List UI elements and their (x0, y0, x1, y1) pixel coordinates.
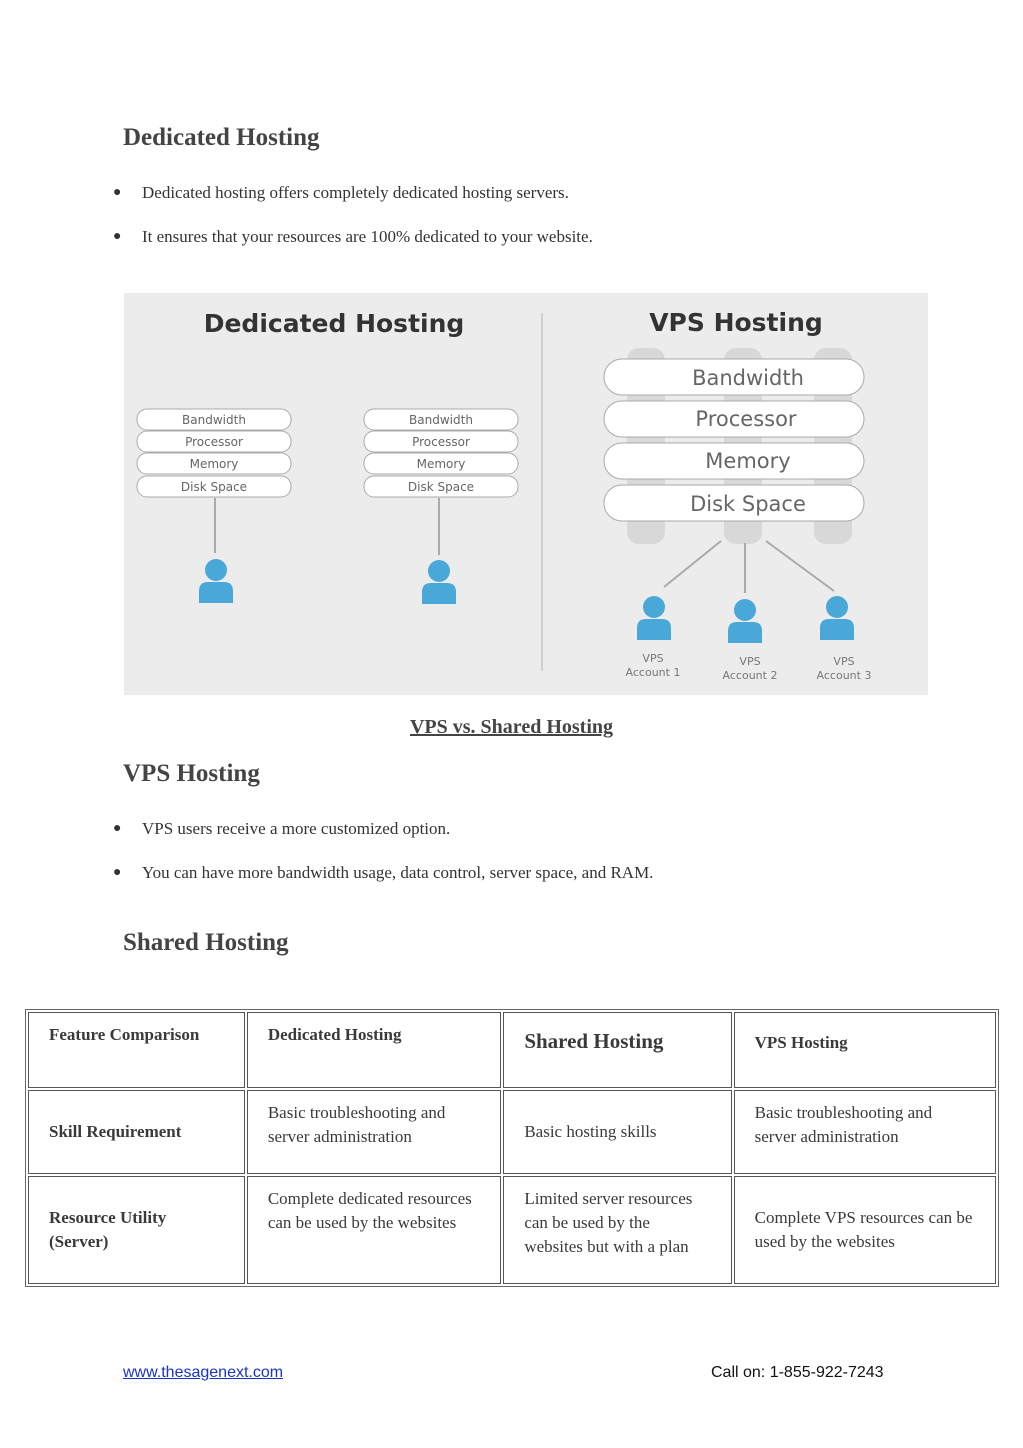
table-row-label: Resource Utility (Server) (28, 1176, 245, 1284)
resource-label: Processor (185, 435, 243, 449)
section-title-shared: Shared Hosting (123, 929, 289, 956)
figure-title-dedicated: Dedicated Hosting (204, 309, 465, 338)
resource-label: Disk Space (408, 480, 474, 494)
list-item: ● It ensures that your resources are 100… (113, 227, 593, 247)
bullet-icon: ● (113, 185, 122, 200)
account-label: Account 2 (723, 669, 778, 682)
table-row-label: Skill Requirement (28, 1090, 245, 1174)
account-label: VPS (642, 652, 663, 665)
figure-title-vps: VPS Hosting (649, 308, 823, 337)
user-icon (422, 560, 456, 604)
table-header-cell: Feature Comparison (28, 1012, 245, 1088)
table-cell: Complete VPS resources can be used by th… (733, 1176, 996, 1284)
table-cell: Limited server resources can be used by … (503, 1176, 732, 1284)
section-title-dedicated: Dedicated Hosting (123, 124, 320, 151)
account-label: Account 1 (626, 666, 681, 679)
list-item-text: You can have more bandwidth usage, data … (142, 863, 654, 882)
user-icon (820, 596, 854, 640)
resource-label: Disk Space (690, 492, 806, 516)
account-label: VPS (833, 655, 854, 668)
resource-label: Bandwidth (692, 366, 804, 390)
list-item: ● VPS users receive a more customized op… (113, 819, 450, 839)
dedicated-stack-1: Bandwidth Processor Memory Disk Space (136, 408, 292, 603)
table-row: Resource Utility (Server) Complete dedic… (28, 1176, 996, 1284)
resource-label: Memory (705, 449, 790, 473)
table-header-cell: Shared Hosting (503, 1012, 732, 1088)
resource-label: Disk Space (181, 480, 247, 494)
resource-label: Bandwidth (182, 413, 246, 427)
user-icon (637, 596, 671, 640)
resource-label: Memory (417, 457, 466, 471)
table-header-cell: VPS Hosting (733, 1012, 996, 1088)
resource-label: Processor (695, 407, 797, 431)
dedicated-stack-2: Bandwidth Processor Memory Disk Space (363, 408, 519, 604)
list-item: ● Dedicated hosting offers completely de… (113, 183, 569, 203)
section-title-vps: VPS Hosting (123, 760, 260, 787)
resource-label: Memory (190, 457, 239, 471)
table-cell: Basic hosting skills (503, 1090, 732, 1174)
table-cell: Complete dedicated resources can be used… (246, 1176, 502, 1284)
table-row: Skill Requirement Basic troubleshooting … (28, 1090, 996, 1174)
list-item-text: Dedicated hosting offers completely dedi… (142, 183, 569, 202)
table-cell: Basic troubleshooting and server adminis… (733, 1090, 996, 1174)
bullet-icon: ● (113, 229, 122, 244)
list-item-text: VPS users receive a more customized opti… (142, 819, 451, 838)
hosting-comparison-figure: Dedicated Hosting VPS Hosting Bandwidth … (124, 293, 928, 695)
vps-stack: Bandwidth Processor Memory Disk Space VP… (603, 348, 872, 682)
bullet-icon: ● (113, 865, 122, 880)
bullet-icon: ● (113, 821, 122, 836)
table-header-row: Feature Comparison Dedicated Hosting Sha… (28, 1012, 996, 1088)
account-label: VPS (739, 655, 760, 668)
user-icon (728, 599, 762, 643)
comparison-table: Feature Comparison Dedicated Hosting Sha… (25, 1009, 999, 1287)
phone-number: Call on: 1-855-922-7243 (711, 1364, 884, 1381)
website-link[interactable]: www.thesagenext.com (123, 1364, 284, 1381)
table-header-cell: Dedicated Hosting (246, 1012, 502, 1088)
list-item-text: It ensures that your resources are 100% … (142, 227, 593, 246)
resource-label: Processor (412, 435, 470, 449)
user-icon (199, 559, 233, 603)
resource-label: Bandwidth (409, 413, 473, 427)
account-label: Account 3 (817, 669, 872, 682)
figure-caption: VPS vs. Shared Hosting (409, 716, 613, 738)
list-item: ● You can have more bandwidth usage, dat… (113, 863, 653, 883)
table-cell: Basic troubleshooting and server adminis… (246, 1090, 502, 1174)
